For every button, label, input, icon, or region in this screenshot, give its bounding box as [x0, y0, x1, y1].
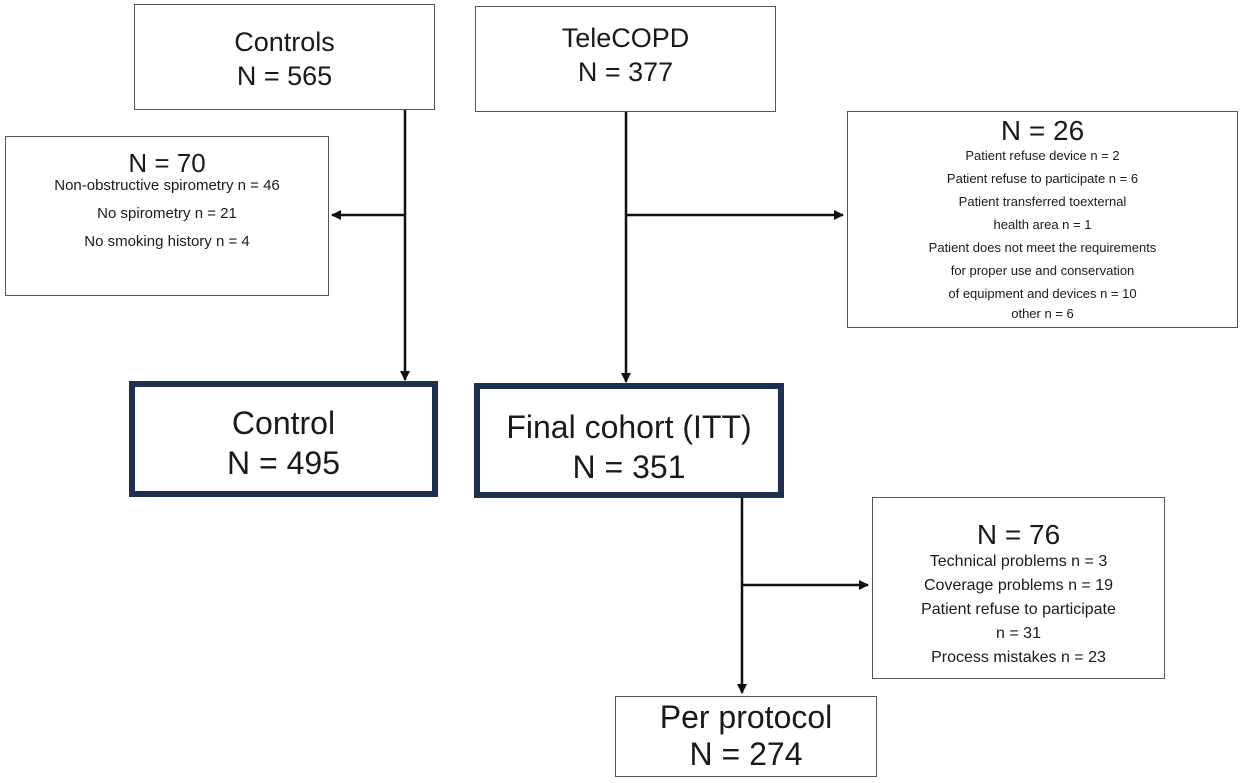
excluded-pp-item: Coverage problems n = 19 [924, 577, 1113, 594]
telecopd-box: TeleCOPD N = 377 [475, 6, 776, 112]
final-cohort-count: N = 351 [572, 449, 686, 485]
control-final-box: Control N = 495 [129, 381, 438, 497]
control-final-label: Control [231, 405, 336, 441]
final-cohort-box: Final cohort (ITT) N = 351 [474, 383, 784, 498]
per-protocol-label: Per protocol [659, 699, 833, 735]
excluded-telecopd-item: Patient refuse to participate n = 6 [946, 171, 1139, 186]
controls-label: Controls [234, 27, 335, 57]
controls-count: N = 565 [236, 61, 333, 91]
excluded-telecopd-item: for proper use and conservation [950, 263, 1135, 278]
telecopd-count: N = 377 [577, 57, 674, 87]
excluded-telecopd-item: health area n = 1 [993, 217, 1092, 232]
excluded-telecopd-item: Patient does not meet the requirements [928, 240, 1157, 255]
excluded-pp-item: Patient refuse to participate [921, 601, 1116, 618]
excluded-pp-item: Process mistakes n = 23 [931, 649, 1106, 666]
per-protocol-box: Per protocol N = 274 [615, 696, 877, 777]
excluded-telecopd-item: of equipment and devices n = 10 [948, 286, 1137, 301]
excluded-telecopd-item: other n = 6 [1011, 306, 1074, 321]
excluded-controls-count: N = 70 [128, 148, 206, 178]
excluded-pp-item: Technical problems n = 3 [929, 553, 1108, 570]
control-final-count: N = 495 [227, 445, 340, 481]
telecopd-label: TeleCOPD [561, 23, 690, 53]
excluded-telecopd-box: N = 26 Patient refuse device n = 2 Patie… [847, 111, 1238, 328]
excluded-telecopd-count: N = 26 [1000, 115, 1085, 146]
excluded-telecopd-item: Patient refuse device n = 2 [965, 148, 1120, 163]
excluded-pp-item: n = 31 [996, 625, 1041, 642]
excluded-controls-item: Non-obstructive spirometry n = 46 [54, 177, 280, 194]
per-protocol-count: N = 274 [689, 736, 803, 772]
excluded-controls-box: N = 70 Non-obstructive spirometry n = 46… [5, 136, 329, 296]
final-cohort-label: Final cohort (ITT) [506, 409, 752, 445]
controls-box: Controls N = 565 [134, 4, 435, 110]
excluded-pp-box: N = 76 Technical problems n = 3 Coverage… [872, 497, 1165, 679]
excluded-telecopd-item: Patient transferred toexternal [958, 194, 1127, 209]
excluded-controls-item: No smoking history n = 4 [84, 233, 250, 250]
excluded-controls-item: No spirometry n = 21 [97, 205, 237, 222]
excluded-pp-count: N = 76 [976, 519, 1061, 550]
